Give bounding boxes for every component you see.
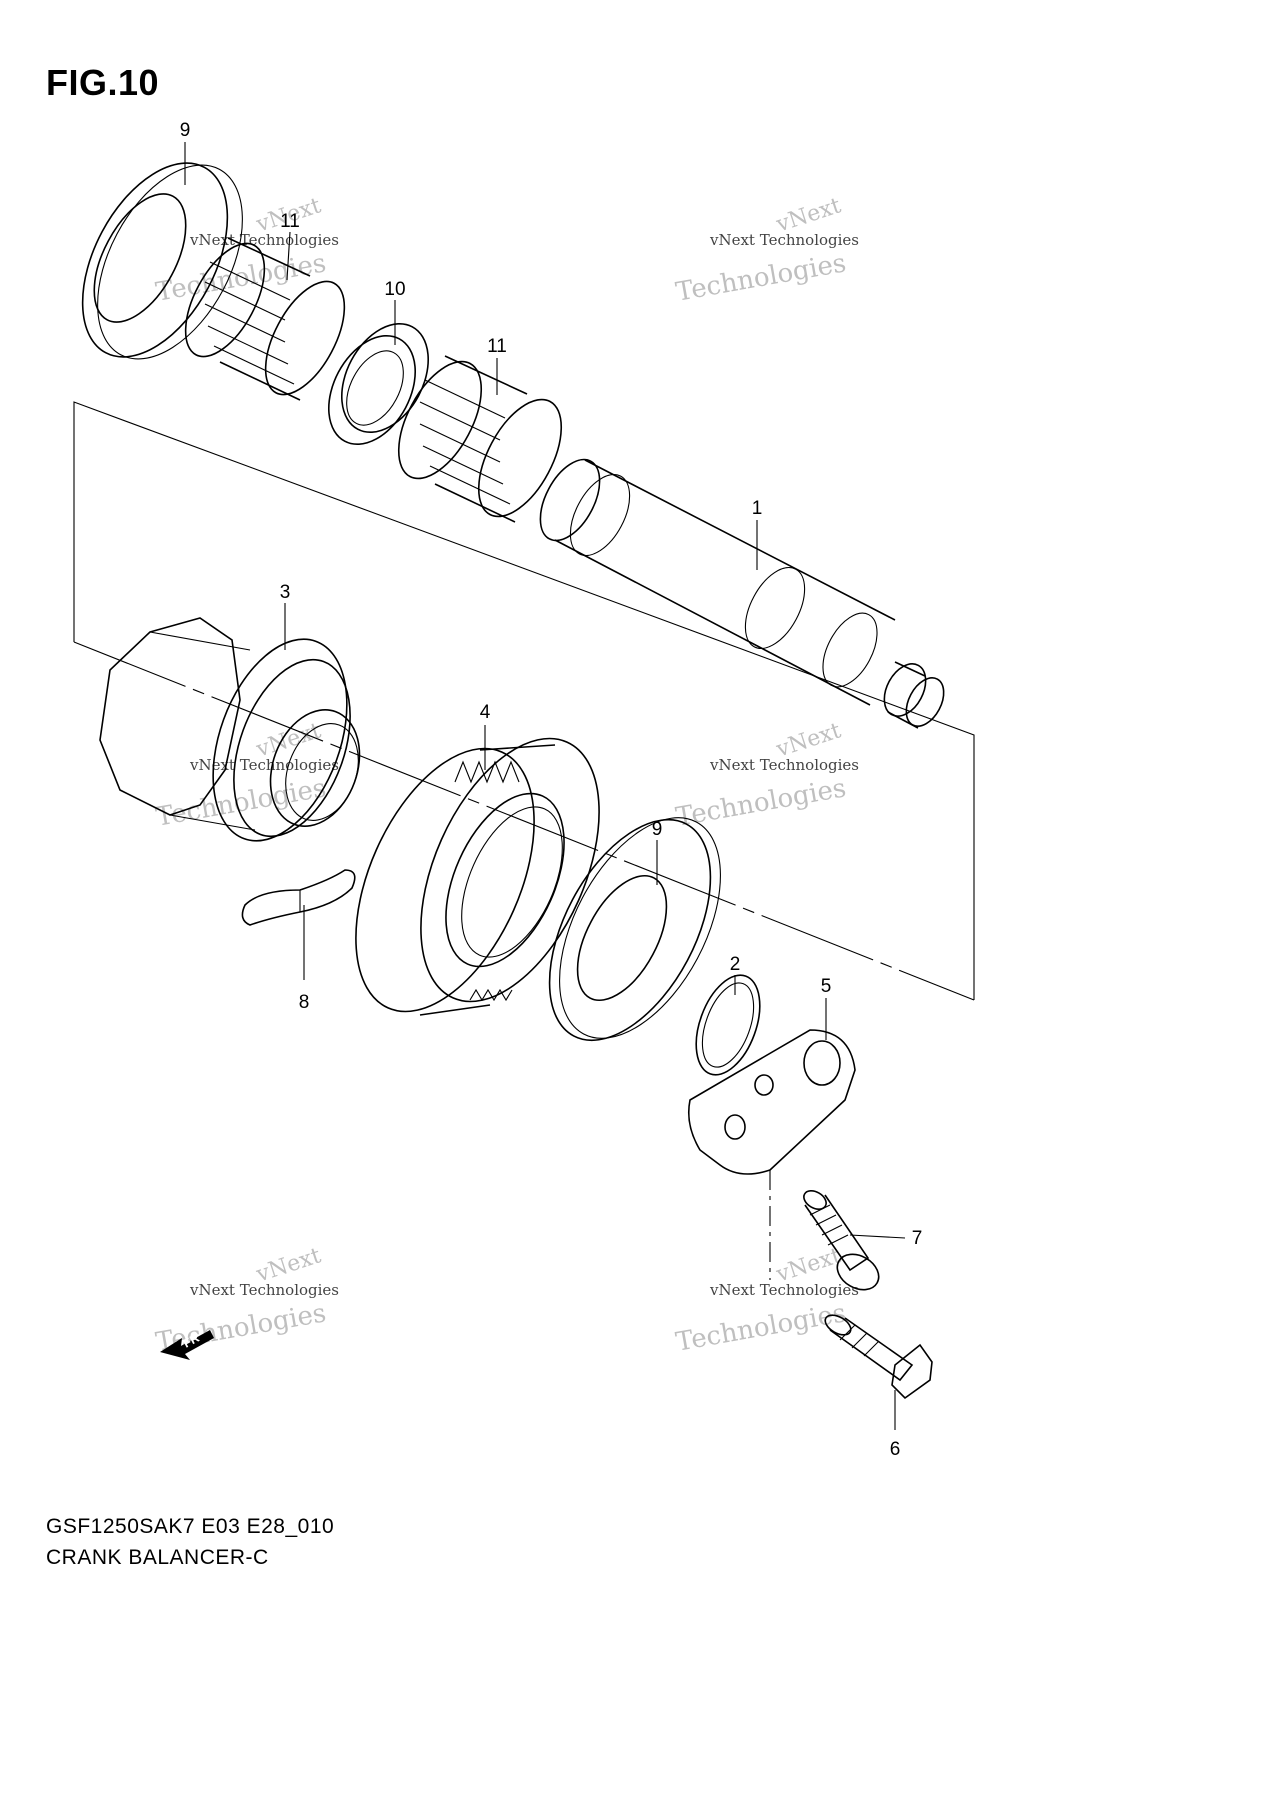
- part-flange-bolt: [824, 1314, 933, 1400]
- figure-code: GSF1250SAK7 E03 E28_010: [46, 1515, 335, 1538]
- callout-4: 4: [480, 702, 491, 723]
- figure-title: FIG.10: [46, 62, 160, 103]
- callout-9-upper: 9: [180, 120, 191, 141]
- watermark-2: vNext vNext Technologies Technologies: [674, 193, 859, 307]
- part-bolt-short: [803, 1190, 880, 1291]
- watermark-6: vNext vNext Technologies Technologies: [674, 1243, 859, 1357]
- assembly-centerline: [73, 641, 975, 1001]
- svg-text:vNext Technologies: vNext Technologies: [189, 756, 339, 774]
- callout-5: 5: [821, 976, 832, 997]
- callout-1: 1: [752, 498, 763, 519]
- callout-9-lower: 9: [652, 819, 663, 840]
- part-balancer-shaft: [539, 458, 945, 729]
- callout-10: 10: [384, 279, 405, 300]
- part-o-ring: [695, 974, 761, 1076]
- svg-text:vNext Technologies: vNext Technologies: [709, 1281, 859, 1299]
- part-needle-bearing-lower: [397, 355, 563, 523]
- callout-8: 8: [299, 992, 310, 1013]
- callout-2: 2: [730, 954, 741, 975]
- svg-text:vNext Technologies: vNext Technologies: [189, 231, 339, 249]
- leader-lines: [184, 142, 906, 1430]
- callout-11-upper: 11: [280, 211, 300, 232]
- assembly-outline: [73, 401, 975, 1000]
- svg-text:Technologies: Technologies: [674, 1298, 849, 1357]
- svg-text:FR: FR: [181, 1331, 202, 1351]
- svg-text:vNext Technologies: vNext Technologies: [189, 1281, 339, 1299]
- part-thrust-washer-lower: [548, 817, 721, 1042]
- callout-6: 6: [890, 1439, 901, 1460]
- part-bracket: [687, 1029, 856, 1280]
- part-thrust-washer-upper: [81, 162, 243, 360]
- callout-3: 3: [280, 582, 291, 603]
- svg-text:Technologies: Technologies: [674, 248, 849, 307]
- callout-11-lower: 11: [487, 336, 507, 357]
- svg-text:vNext Technologies: vNext Technologies: [709, 231, 859, 249]
- watermark-4: vNext vNext Technologies Technologies: [674, 718, 859, 832]
- part-damper: [241, 869, 356, 926]
- part-balancer-weight: [99, 617, 361, 842]
- callout-7: 7: [912, 1228, 923, 1249]
- svg-text:vNext Technologies: vNext Technologies: [709, 756, 859, 774]
- part-balancer-driven-gear: [355, 737, 600, 1016]
- part-spacer: [327, 322, 430, 446]
- front-arrow-icon: FR: [160, 1330, 214, 1360]
- figure-name: CRANK BALANCER-C: [46, 1546, 269, 1569]
- part-needle-bearing-upper: [184, 237, 346, 401]
